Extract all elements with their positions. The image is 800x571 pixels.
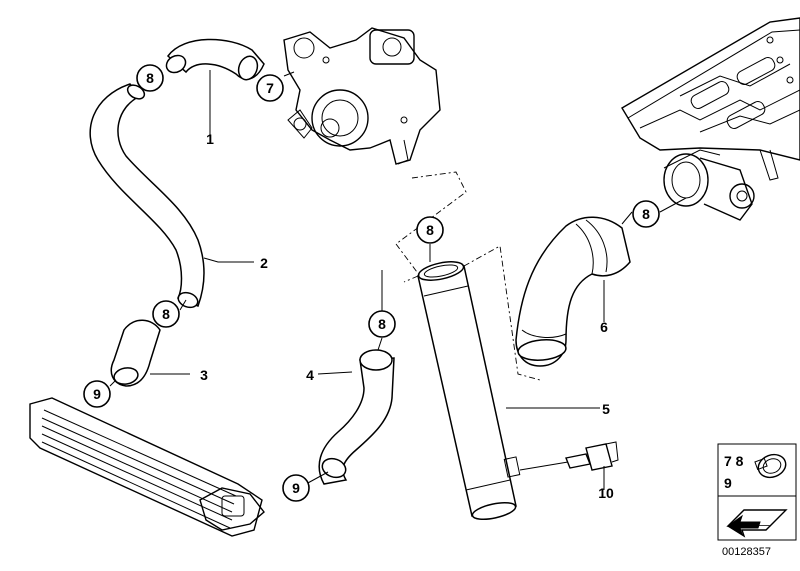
callout-4: 4 [306, 367, 314, 383]
arrow-icon [726, 509, 788, 538]
intake-manifold [621, 17, 800, 181]
svg-text:8: 8 [162, 306, 170, 322]
callout-8-pipe: 8 [416, 216, 444, 244]
turbocharger [283, 27, 441, 165]
svg-text:5: 5 [602, 401, 610, 417]
legend-box: 7 8 9 00128357 [717, 443, 797, 558]
hose-clamp-icon [754, 453, 787, 479]
callout-6: 6 [600, 319, 608, 335]
svg-text:7: 7 [266, 80, 274, 96]
callout-5: 5 [602, 401, 610, 417]
callout-9-bottom: 9 [282, 474, 310, 502]
callout-8-right: 8 [632, 200, 660, 228]
intercooler [29, 397, 265, 537]
svg-text:8: 8 [642, 206, 650, 222]
svg-text:6: 6 [600, 319, 608, 335]
pipe-5 [417, 261, 521, 520]
legend-line-1: 7 8 [724, 453, 744, 469]
callout-7: 7 [256, 74, 284, 102]
svg-text:2: 2 [260, 255, 268, 271]
svg-text:9: 9 [292, 480, 300, 496]
callout-8-left: 8 [152, 300, 180, 328]
svg-text:8: 8 [426, 222, 434, 238]
throttle-housing [663, 149, 755, 221]
svg-text:8: 8 [146, 70, 154, 86]
callout-8-mid: 8 [368, 310, 396, 338]
legend-line-2: 9 [724, 475, 732, 491]
svg-text:9: 9 [93, 386, 101, 402]
callout-9-left: 9 [83, 380, 111, 408]
svg-text:1: 1 [206, 131, 214, 147]
svg-text:4: 4 [306, 367, 314, 383]
svg-text:10: 10 [598, 485, 614, 501]
catalog-number: 00128357 [722, 546, 771, 558]
hose-6 [515, 216, 631, 367]
callout-10: 10 [598, 485, 614, 501]
svg-text:8: 8 [378, 316, 386, 332]
hose-4 [318, 349, 395, 485]
assembly-frame-5 [395, 171, 541, 381]
callout-3: 3 [200, 367, 208, 383]
svg-text:3: 3 [200, 367, 208, 383]
hose-2 [89, 83, 205, 309]
callout-1: 1 [206, 131, 214, 147]
hose-1 [165, 38, 265, 81]
callout-8-top: 8 [136, 64, 164, 92]
callout-2: 2 [260, 255, 268, 271]
hose-3 [110, 319, 161, 387]
sensor-10 [519, 441, 619, 471]
leader-lines [109, 70, 687, 490]
